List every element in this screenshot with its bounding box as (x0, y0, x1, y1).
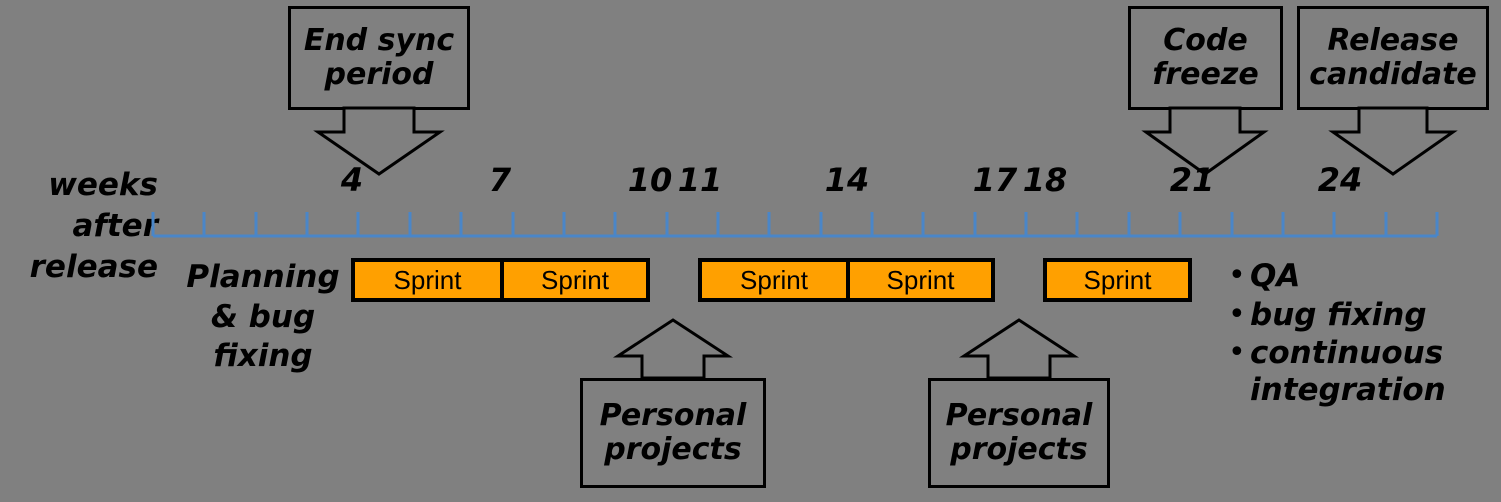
planning-and-bug-fixing-label: Planning & bug fixing (186, 259, 340, 375)
timeline-axis (151, 212, 1439, 238)
week-label-18: 18 (1022, 161, 1068, 199)
list-item-label: continuous integration (1250, 335, 1446, 408)
week-label-24: 24 (1317, 161, 1363, 199)
arrow-up-personal-projects-2 (958, 318, 1080, 380)
week-label-4: 4 (340, 161, 364, 199)
list-item: • bug fixing (1228, 297, 1498, 334)
axis-ticks (151, 212, 1439, 236)
week-label-11: 11 (677, 161, 723, 199)
arrow-down-release-candidate (1328, 106, 1458, 176)
bullet-icon: • (1228, 335, 1246, 371)
bullet-icon: • (1228, 296, 1246, 332)
sprint-box[interactable]: Sprint (702, 262, 846, 298)
week-label-17: 17 (972, 161, 1018, 199)
sprint-group-3: Sprint (1043, 258, 1192, 302)
callout-end-sync-period-text: End sync period (303, 23, 455, 92)
list-item-label: QA (1250, 258, 1301, 294)
sprint-box[interactable]: Sprint (845, 262, 991, 298)
sprint-box[interactable]: Sprint (1047, 262, 1188, 298)
callout-release-candidate: Release candidate (1297, 6, 1489, 110)
list-item-label: bug fixing (1250, 296, 1427, 333)
week-label-10: 10 (627, 161, 673, 199)
sprint-box[interactable]: Sprint (355, 262, 500, 298)
sprint-box[interactable]: Sprint (499, 262, 646, 298)
callout-personal-projects-1: Personal projects (580, 378, 766, 488)
arrow-down-end-sync (313, 106, 445, 176)
axis-caption-weeks-after-release: weeks after release (29, 167, 158, 285)
bullet-icon: • (1228, 258, 1246, 293)
arrow-down-code-freeze (1141, 106, 1269, 176)
week-label-7: 7 (488, 161, 512, 199)
callout-personal-projects-1-text: Personal projects (599, 398, 747, 467)
sprint-group-1: Sprint Sprint (351, 258, 650, 302)
callout-code-freeze-text: Code freeze (1152, 23, 1259, 92)
callout-release-candidate-text: Release candidate (1309, 23, 1477, 92)
activities-list: • QA • bug fixing • continuous integrati… (1228, 258, 1498, 410)
sprint-group-2: Sprint Sprint (698, 258, 995, 302)
week-label-14: 14 (824, 161, 870, 199)
callout-personal-projects-2-text: Personal projects (945, 398, 1093, 467)
list-item: • continuous integration (1228, 335, 1498, 408)
list-item: • QA (1228, 258, 1498, 295)
arrow-up-personal-projects-1 (612, 318, 734, 380)
week-label-21: 21 (1169, 161, 1215, 199)
callout-personal-projects-2: Personal projects (928, 378, 1110, 488)
